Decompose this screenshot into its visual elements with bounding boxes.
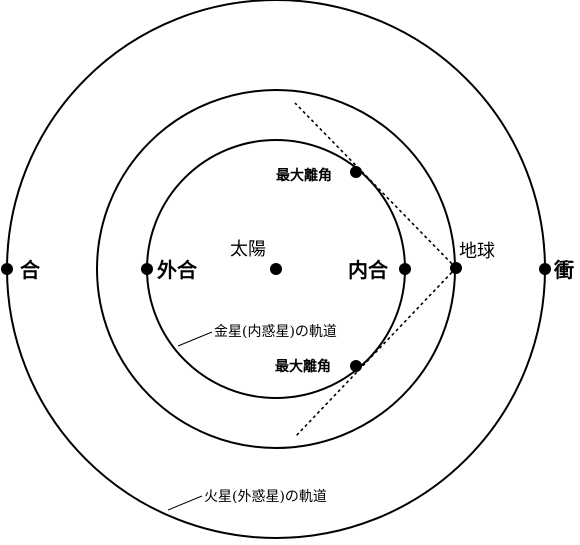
max-elongation-upper-dot xyxy=(350,166,362,178)
earth-label: 地球 xyxy=(459,241,495,262)
max-elongation-upper-label: 最大離角 xyxy=(276,167,332,184)
inferior-conjunction-label: 内合 xyxy=(348,258,389,282)
max-elongation-lower-dot xyxy=(350,360,362,372)
superior-conjunction-label: 外合 xyxy=(157,258,198,282)
sun-dot xyxy=(270,263,282,275)
venus-orbit-leader xyxy=(177,331,213,347)
sun-label: 太陽 xyxy=(230,239,266,260)
mars-orbit-label: 火星(外惑星)の軌道 xyxy=(204,489,327,505)
venus-orbit-label: 金星(内惑星)の軌道 xyxy=(214,324,337,340)
conjunction-dot xyxy=(1,263,13,275)
inferior-conjunction-dot xyxy=(399,263,411,275)
mars-orbit-leader xyxy=(167,495,203,511)
tangent-line-lower xyxy=(294,267,457,438)
opposition-label: 衝 xyxy=(553,258,574,282)
earth-dot xyxy=(450,262,462,274)
tangent-line-upper xyxy=(294,102,457,269)
opposition-dot xyxy=(539,263,551,275)
max-elongation-lower-label: 最大離角 xyxy=(275,358,331,375)
superior-conjunction-dot xyxy=(141,263,153,275)
conjunction-label: 合 xyxy=(20,258,41,282)
